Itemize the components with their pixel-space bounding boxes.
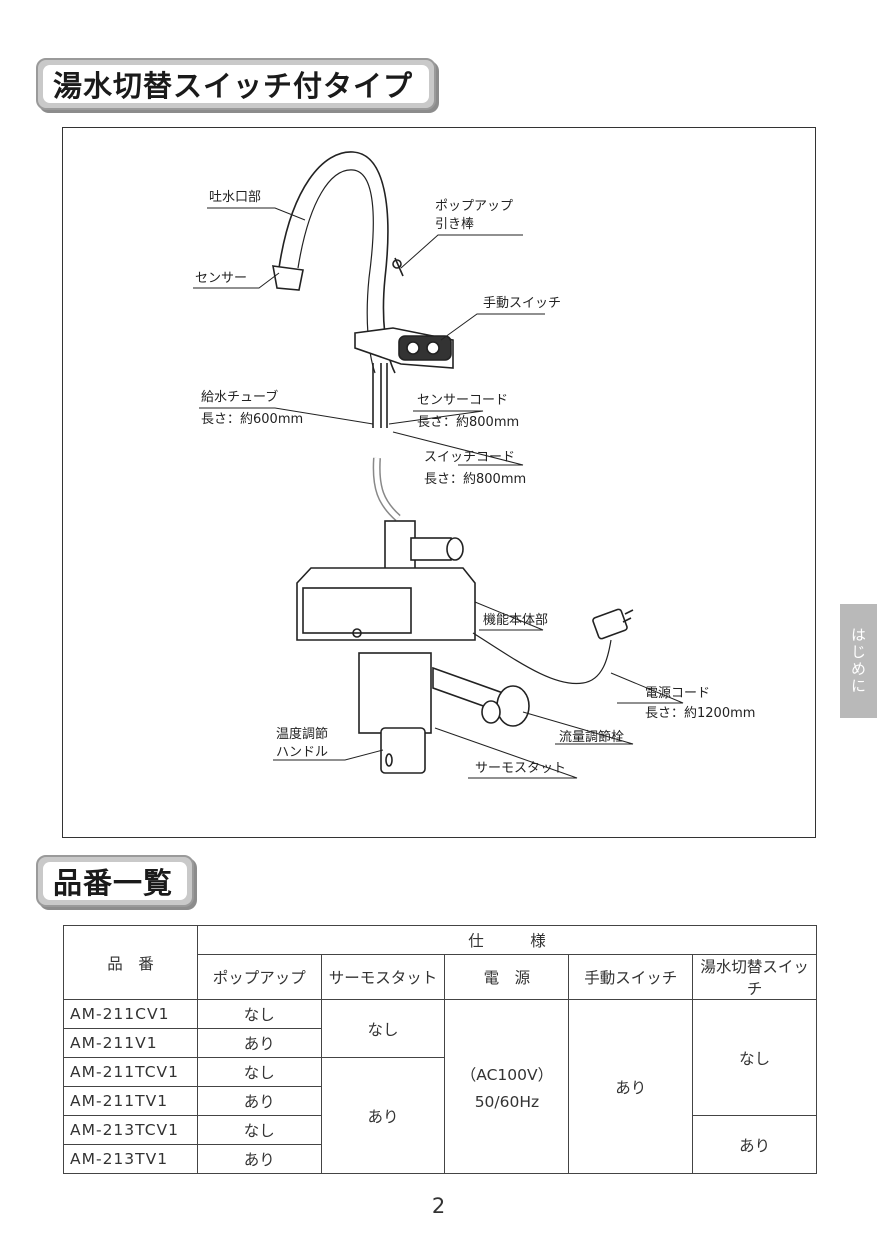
popup-cell: なし	[196, 1057, 322, 1087]
model-cell: AM-213TCV1	[63, 1115, 198, 1145]
popup-cell: なし	[196, 1115, 322, 1145]
faucet-illustration	[193, 151, 684, 779]
popup-cell: なし	[196, 999, 322, 1029]
header-power: 電 源	[444, 954, 570, 1000]
model-cell: AM-211CV1	[63, 999, 198, 1029]
section-heading-switch-type: 湯水切替スイッチ付タイプ	[36, 58, 436, 110]
table-row: AM-211TCV1 なし あり	[63, 1057, 817, 1174]
label-sensor-cord-length: 長さ：約800mm	[417, 415, 520, 430]
table-row: AM-213TCV1 なし あり	[63, 1115, 817, 1174]
model-table: 品 番 仕 様 ポップアップ サーモスタット 電 源 手動スイッチ 湯水切替スイ…	[63, 925, 818, 1174]
section-title: 湯水切替スイッチ付タイプ	[43, 65, 429, 103]
faucet-diagram: 吐水口部 センサー ポップアップ 引き棒 手動スイッチ 給水チューブ 長さ：約6…	[62, 127, 816, 838]
label-sensor-cord: センサーコード	[417, 393, 509, 408]
label-switch-cord: スイッチコード	[424, 450, 516, 465]
label-temp-handle-line1: 温度調節	[276, 727, 329, 742]
label-power-cord: 電源コード	[645, 686, 711, 701]
label-supply-tube: 給水チューブ	[201, 390, 279, 405]
header-spec: 仕 様	[196, 925, 818, 955]
label-spout: 吐水口部	[209, 190, 262, 205]
thermostat-cell: なし	[320, 999, 446, 1058]
header-model: 品 番	[63, 925, 198, 1000]
power-frequency: 50/60Hz	[474, 1092, 540, 1111]
header-thermostat: サーモスタット	[320, 954, 446, 1000]
model-cell: AM-211TCV1	[63, 1057, 198, 1087]
label-main-unit: 機能本体部	[483, 613, 549, 628]
label-manual-switch: 手動スイッチ	[483, 296, 562, 311]
table-row: AM-211TV1 あり	[63, 1086, 817, 1116]
power-voltage: （AC100V）	[460, 1065, 554, 1084]
power-cell: （AC100V） 50/60Hz	[444, 999, 570, 1174]
label-temp-handle-line2: ハンドル	[276, 745, 329, 760]
table-row: AM-211CV1 なし なし （AC100V） 50/60Hz あり なし	[63, 999, 817, 1174]
table-header-row: 品 番 仕 様	[63, 925, 818, 1000]
header-popup: ポップアップ	[196, 954, 322, 1000]
section-heading-model-list: 品番一覧	[36, 855, 194, 907]
model-cell: AM-211TV1	[63, 1086, 198, 1116]
model-cell: AM-211V1	[63, 1028, 198, 1058]
side-tab-introduction[interactable]: はじめに	[840, 604, 877, 718]
label-power-cord-length: 長さ：約1200mm	[645, 706, 756, 721]
thermostat-cell: あり	[320, 1057, 446, 1174]
table-row: AM-213TV1 あり	[63, 1144, 817, 1174]
label-supply-tube-length: 長さ：約600mm	[201, 412, 304, 427]
hot-cold-switch-cell: なし	[692, 999, 817, 1116]
table-row: AM-211V1 あり	[63, 1028, 817, 1058]
section-title: 品番一覧	[43, 862, 187, 900]
page-number: 2	[431, 1194, 446, 1218]
label-popup-line2: 引き棒	[435, 217, 475, 232]
label-popup-line1: ポップアップ	[435, 199, 514, 214]
manual-switch-cell: あり	[568, 999, 694, 1174]
header-hot-cold-switch: 湯水切替スイッチ	[692, 954, 817, 1000]
header-manual-switch: 手動スイッチ	[568, 954, 694, 1000]
popup-cell: あり	[196, 1086, 322, 1116]
model-cell: AM-213TV1	[63, 1144, 198, 1174]
popup-cell: あり	[196, 1144, 322, 1174]
label-switch-cord-length: 長さ：約800mm	[424, 472, 527, 487]
label-thermostat: サーモスタット	[475, 761, 567, 776]
popup-cell: あり	[196, 1028, 322, 1058]
label-flow-valve: 流量調節栓	[559, 730, 625, 745]
label-sensor: センサー	[195, 271, 248, 286]
hot-cold-switch-cell: あり	[692, 1115, 817, 1174]
